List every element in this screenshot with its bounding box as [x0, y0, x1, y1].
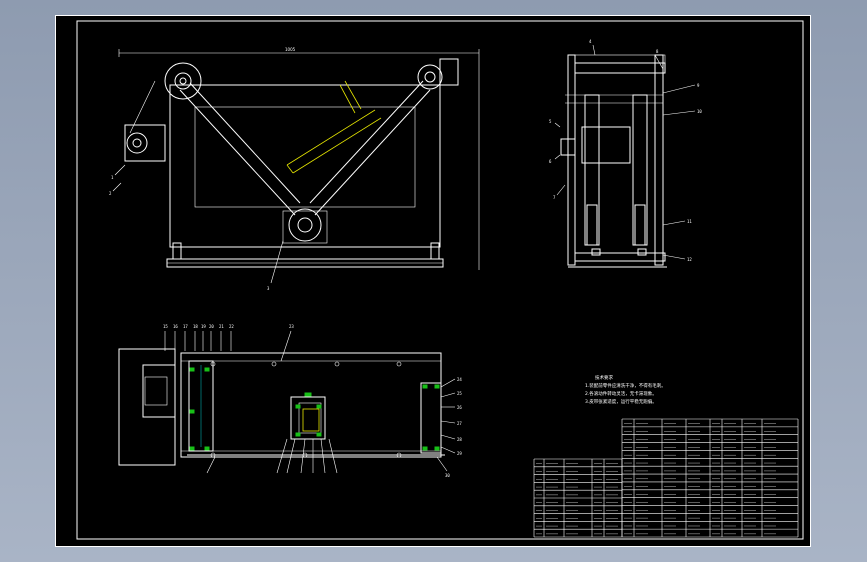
balloon-plan-22: 22: [229, 324, 234, 329]
balloon-plan-27: 27: [457, 421, 462, 426]
outer-border: [55, 15, 811, 547]
drawing-sheet[interactable]: 1005: [55, 15, 811, 547]
balloon-side-6: 6: [549, 159, 552, 164]
dimension-label: 1005: [285, 47, 296, 52]
balloon-plan-21: 21: [219, 324, 224, 329]
balloon-plan-16: 16: [173, 324, 178, 329]
cad-drawing: 1005: [55, 15, 811, 547]
balloon-plan-19: 19: [201, 324, 206, 329]
side-view: 4 5 6 7 8 9 10 11 12: [549, 39, 702, 268]
tech-note-line-3: 3.皮带张紧适度，运行平稳无跑偏。: [585, 398, 657, 405]
balloon-plan-15: 15: [163, 324, 168, 329]
parts-list-table: [533, 418, 799, 538]
front-view: 1005: [109, 47, 480, 291]
balloon-plan-30: 30: [445, 473, 450, 478]
balloon-plan-29: 29: [457, 451, 462, 456]
balloon-side-7: 7: [553, 195, 556, 200]
balloon-plan-23: 23: [289, 324, 294, 329]
balloon-plan-25: 25: [457, 391, 462, 396]
plan-view: 15 16 17 18 19 20 21 22 23 24: [118, 324, 462, 478]
tech-note-line-2: 2.各滚动件转动灵活，无卡滞现象。: [585, 390, 657, 397]
balloon-front-3: 3: [267, 286, 270, 291]
balloon-front-2: 2: [109, 191, 112, 196]
balloon-side-4: 4: [589, 39, 592, 44]
balloon-plan-17: 17: [183, 324, 188, 329]
tech-note-line-1: 1.装配前零件应清洗干净，不得有毛刺。: [585, 382, 666, 389]
balloon-front-1: 1: [111, 175, 114, 180]
balloon-plan-20: 20: [209, 324, 214, 329]
balloon-side-11: 11: [687, 219, 692, 224]
balloon-plan-24: 24: [457, 377, 462, 382]
balloon-plan-28: 28: [457, 437, 462, 442]
tech-notes-title: 技术要求: [595, 374, 613, 381]
balloon-side-5: 5: [549, 119, 552, 124]
technical-notes: 技术要求 1.装配前零件应清洗干净，不得有毛刺。 2.各滚动件转动灵活，无卡滞现…: [585, 374, 666, 405]
balloon-side-12: 12: [687, 257, 692, 262]
balloon-side-9: 9: [697, 83, 700, 88]
balloon-side-8: 8: [656, 49, 659, 54]
balloon-plan-26: 26: [457, 405, 462, 410]
inner-border: [76, 20, 804, 540]
balloon-side-10: 10: [697, 109, 702, 114]
balloon-plan-18: 18: [193, 324, 198, 329]
